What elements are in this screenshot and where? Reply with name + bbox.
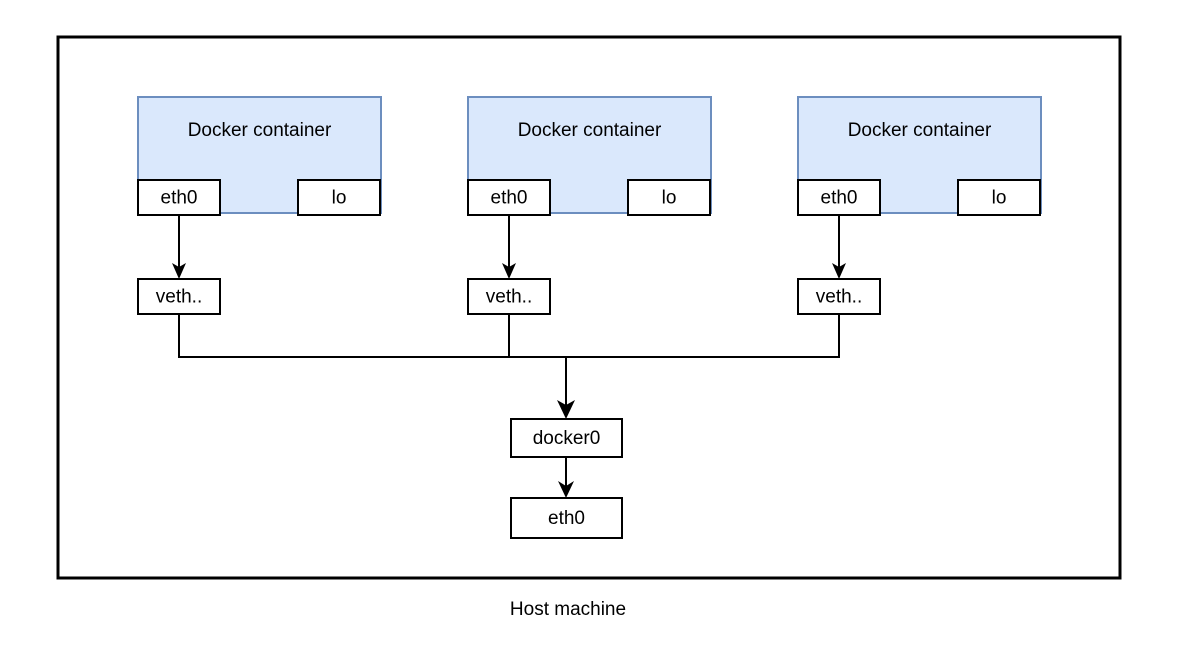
container-2-eth0-box [467,179,551,216]
container-3-lo-box [957,179,1041,216]
container-3-veth-label: veth.. [816,287,862,308]
host-eth0-box [510,497,623,539]
container-3-lo-label: lo [992,188,1007,209]
bus-to-docker0-arrowhead [557,400,575,419]
container-2-lo-box [627,179,711,216]
container-1-lo-label: lo [332,188,347,209]
host-eth0-label: eth0 [548,508,585,529]
docker-container-3: Docker container eth0 lo veth.. [797,96,1042,315]
host-machine-caption: Host machine [510,599,626,620]
container-3-eth0-label: eth0 [821,188,858,209]
docker-container-1: Docker container eth0 lo veth.. [137,96,382,315]
container-1-lo-box [297,179,381,216]
container-2-eth0-to-veth-arrowhead [502,263,516,279]
container-2-label: Docker container [518,120,662,141]
container-3-eth0-box [797,179,881,216]
docker0-to-host-eth0-connector [558,457,574,498]
container-2-veth-box [467,278,551,315]
container-1-eth0-to-veth-arrowhead [172,263,186,279]
container-2-veth-label: veth.. [486,287,532,308]
veth-bus-to-docker0-connector [178,314,840,419]
docker0-label: docker0 [533,428,601,449]
container-2-lo-label: lo [662,188,677,209]
docker-container-2: Docker container eth0 lo veth.. [467,96,712,315]
container-1-eth0-label: eth0 [161,188,198,209]
docker0-to-eth0-arrowhead [558,481,574,498]
container-1-label: Docker container [188,120,332,141]
container-3-veth-box [797,278,881,315]
container-3-label: Docker container [848,120,992,141]
host-machine-boundary [56,35,1122,580]
container-2-eth0-label: eth0 [491,188,528,209]
container-1-veth-label: veth.. [156,287,202,308]
container-3-eth0-to-veth-arrowhead [832,263,846,279]
docker0-box [510,418,623,458]
host-eth0-nic: eth0 [510,497,623,539]
container-1-veth-box [137,278,221,315]
docker0-bridge: docker0 [510,418,623,458]
